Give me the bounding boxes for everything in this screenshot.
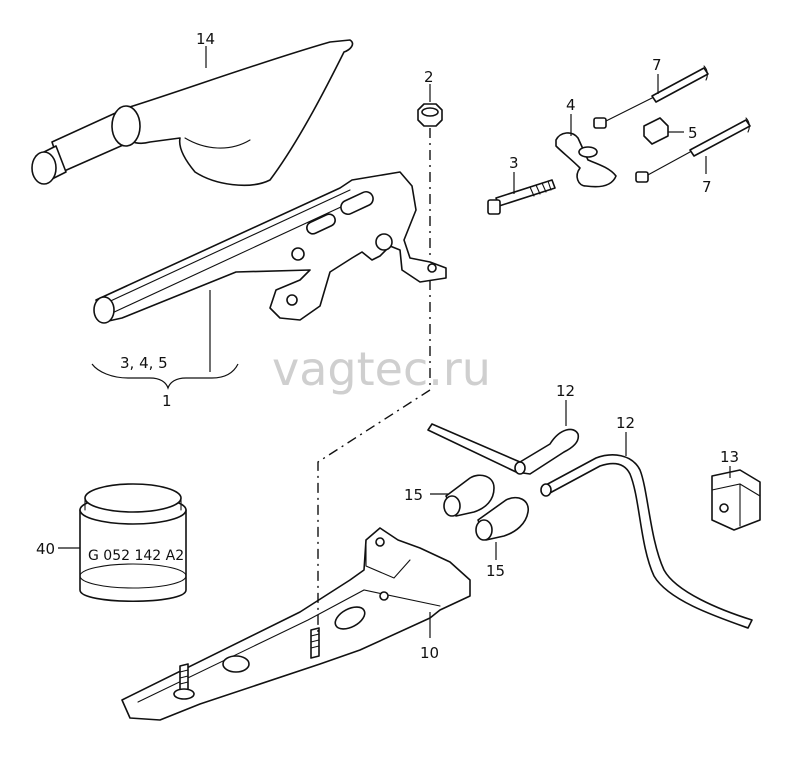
sealant-part-40 [79,483,187,603]
grommet-part-15-upper [443,474,495,517]
label-7-upper: 7 [652,56,662,74]
label-40: 40 [36,540,55,558]
grommet-part-15-lower [475,496,529,541]
label-15-lower: 15 [486,562,505,580]
watermark-text: vagtec.ru [272,342,491,396]
bolt-part-3 [487,179,556,215]
bracket-part-10 [121,527,471,721]
cable-part-7-upper [593,65,709,129]
leader-lines [58,46,731,638]
label-14: 14 [196,30,215,48]
label-4: 4 [566,96,576,114]
label-13: 13 [720,448,739,466]
equaliser-part-4 [555,132,617,188]
label-12-right: 12 [616,414,635,432]
cable-part-7-lower [635,117,751,183]
label-10: 10 [420,644,439,662]
lever-assembly-part-1 [93,171,447,324]
label-1: 1 [162,392,172,410]
clip-part-13 [711,469,761,531]
hose-part-12-right [540,454,753,629]
nut-part-2 [417,103,443,127]
label-3: 3 [509,154,519,172]
label-5: 5 [688,124,698,142]
hose-part-12-left [427,423,580,475]
label-group-3-4-5: 3, 4, 5 [120,354,168,372]
label-2: 2 [424,68,434,86]
assembly-line-bracket [317,280,431,632]
label-15-upper: 15 [404,486,423,504]
sealant-part-number: G 052 142 A2 [88,548,184,564]
label-7-lower: 7 [702,178,712,196]
adjusting-nut-part-5 [643,117,669,145]
label-12-left: 12 [556,382,575,400]
lever-grip-part-14 [31,39,354,187]
